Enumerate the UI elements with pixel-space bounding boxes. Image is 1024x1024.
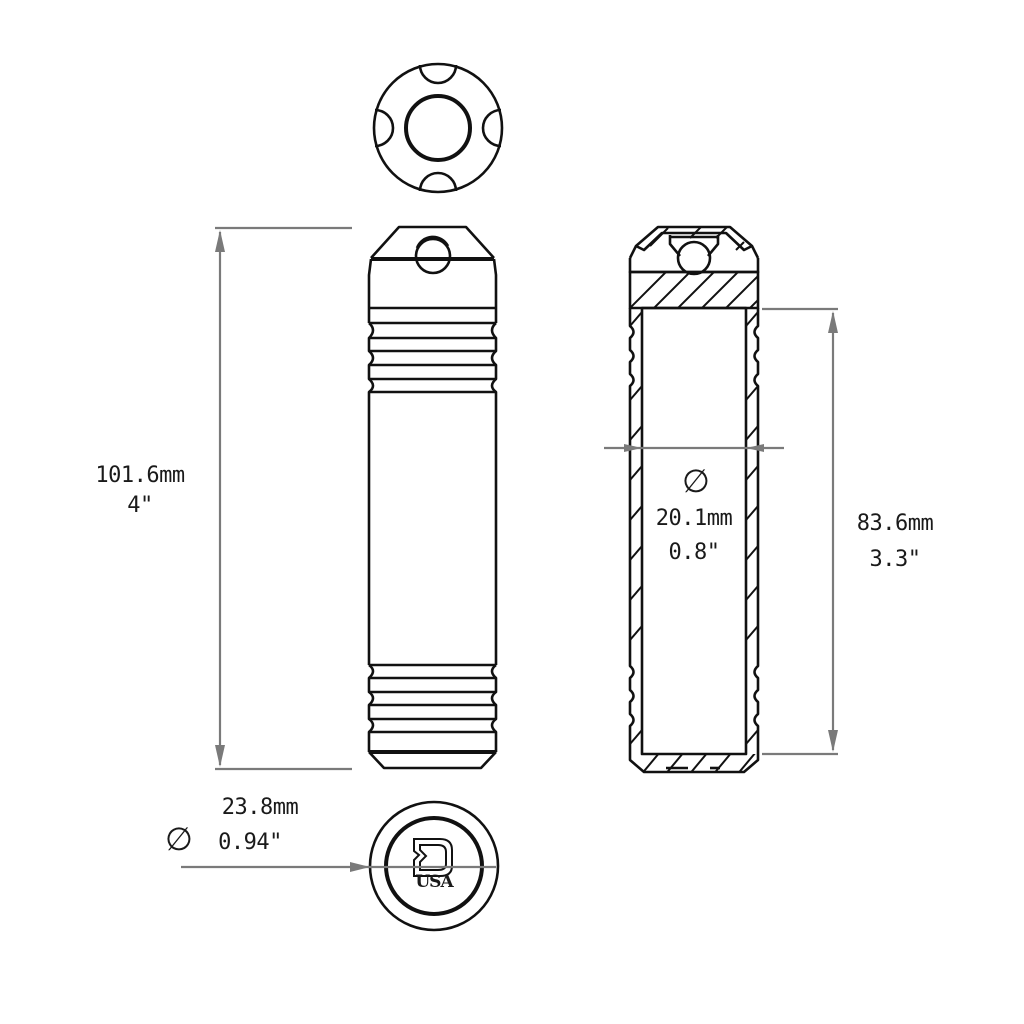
- dimension-inner-diameter: [604, 444, 784, 452]
- outer-diameter-inch-label: 0.94": [218, 830, 282, 855]
- dimension-inner-length: [762, 307, 838, 756]
- overall-length-mm-label: 101.6mm: [95, 463, 185, 488]
- inner-diameter-inch-label: 0.8": [668, 540, 720, 565]
- section-view: [628, 225, 760, 774]
- dimension-outer-diameter: [181, 862, 496, 872]
- logo-usa-text: USA: [415, 872, 453, 892]
- inner-length-mm-label: 83.6mm: [856, 511, 934, 536]
- overall-length-inch-label: 4": [127, 493, 153, 518]
- outer-diameter-symbol-icon: ∅: [165, 820, 193, 858]
- outer-diameter-mm-label: 23.8mm: [221, 795, 299, 820]
- inner-diameter-mm-label: 20.1mm: [655, 506, 733, 531]
- dimension-overall-length: [215, 226, 352, 771]
- inner-diameter-symbol-icon: ∅: [682, 462, 710, 500]
- inner-length-inch-label: 3.3": [869, 547, 921, 572]
- side-view: [367, 225, 498, 770]
- top-view: [372, 62, 504, 194]
